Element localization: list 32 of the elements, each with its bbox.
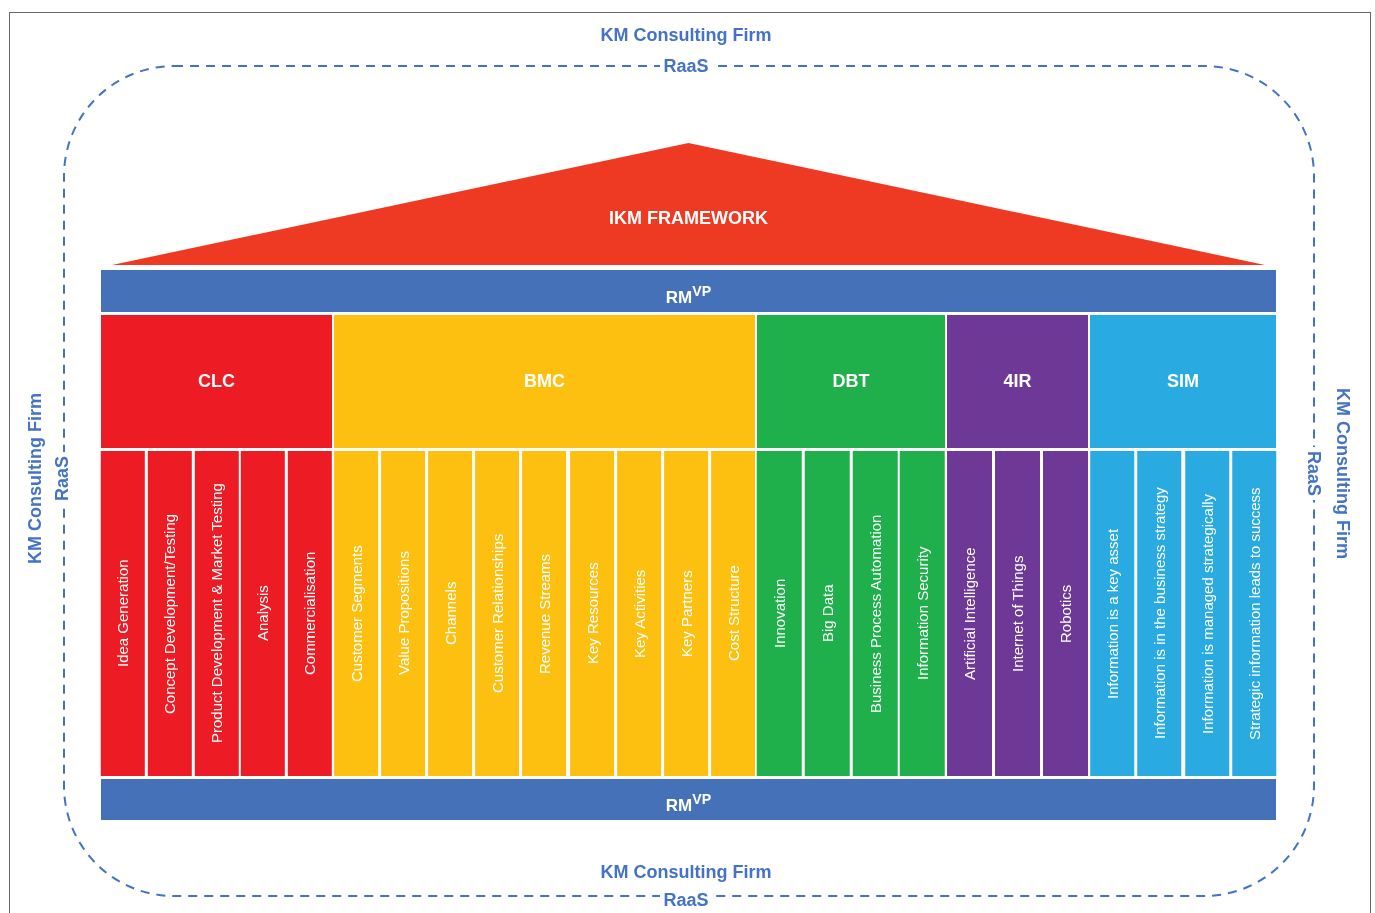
pillar-column: Channels (428, 451, 473, 776)
category-header: DBT (757, 315, 945, 448)
category-header: CLC (101, 315, 332, 448)
category-header: SIM (1090, 315, 1276, 448)
pillar-column: Concept Development/Testing (147, 451, 192, 776)
category-header: BMC (334, 315, 755, 448)
pillar-column: Information is managed strategically (1184, 451, 1229, 776)
pillar-column: Key Partners (663, 451, 708, 776)
pillar-column: Analysis (241, 451, 286, 776)
pillar-column: Customer Segments (334, 451, 379, 776)
pillar-column: Key Activities (616, 451, 661, 776)
pillar-column: Customer Relationships (475, 451, 520, 776)
pillar-column: Strategic information leads to success (1231, 451, 1276, 776)
pillar-column: Information is a key asset (1090, 451, 1135, 776)
pillar-column: Robotics (1043, 451, 1088, 776)
pillar-column: Cost Structure (710, 451, 755, 776)
pillar-column: Key Resources (569, 451, 614, 776)
pillar-column: Revenue Streams (522, 451, 567, 776)
pillar-column: Internet of Things (995, 451, 1040, 776)
pillar-column: Idea Generation (101, 451, 145, 776)
banner-bar: RM$^{VP}$ (101, 270, 1276, 312)
banner-bar: RM$^{VP}$ (101, 779, 1276, 820)
pillar-column: Product Development & Market Testing (194, 451, 239, 776)
pillar-column: Business Process Automation (852, 451, 898, 776)
category-header: 4IR (947, 315, 1088, 448)
pillar-column: Big Data (804, 451, 850, 776)
pillar-column: Information is in the business strategy (1137, 451, 1182, 776)
pillar-column: Information Security (900, 451, 945, 776)
pillar-column: Artificial Intelligence (947, 451, 992, 776)
pillar-column: Innovation (757, 451, 802, 776)
pillar-column: Commercialisation (288, 451, 332, 776)
pillar-column: Value Propositions (381, 451, 426, 776)
